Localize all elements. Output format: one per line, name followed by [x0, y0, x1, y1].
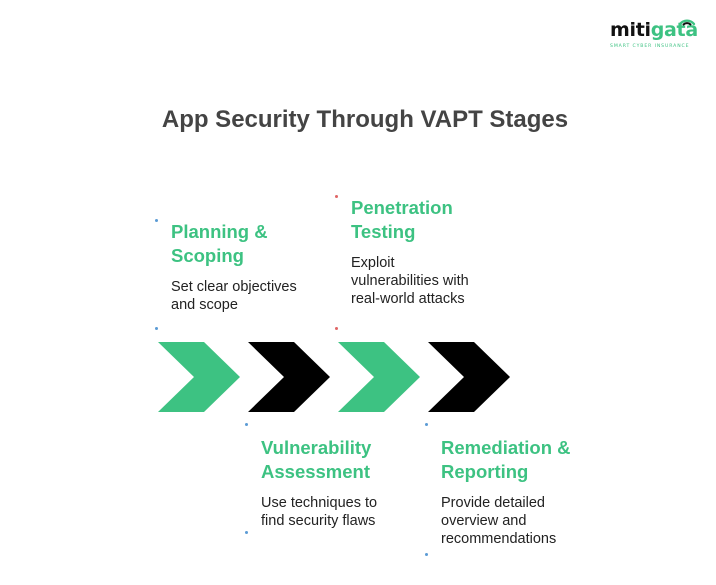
marker-dot — [245, 423, 248, 426]
logo-wordmark: mitigata — [610, 18, 698, 42]
chevron-stage-1 — [158, 342, 240, 412]
marker-dot — [425, 553, 428, 556]
logo-word-part1: miti — [610, 19, 651, 41]
stage-description: Provide detailed overview and recommenda… — [441, 495, 557, 547]
marker-dot — [335, 327, 338, 330]
logo-word-part2: gata — [650, 19, 698, 41]
stage-description: Exploit vulnerabilities with real-world … — [351, 255, 469, 307]
stage-description: Set clear objectives and scope — [171, 279, 297, 313]
marker-dot — [245, 531, 248, 534]
chevron-stage-3 — [338, 342, 420, 412]
logo-tagline: SMART CYBER INSURANCE — [610, 44, 690, 49]
stage-title: Penetration Testing — [351, 197, 453, 242]
stage-title: Remediation & Reporting — [441, 437, 571, 482]
marker-dot — [335, 195, 338, 198]
stage-vulnerability-assessment: Vulnerability Assessment Use techniques … — [261, 436, 436, 530]
stage-description: Use techniques to find security flaws — [261, 495, 378, 529]
chevron-stage-2 — [248, 342, 330, 412]
stage-penetration-testing: Penetration Testing Exploit vulnerabilit… — [351, 196, 526, 308]
brand-logo: mitigata SMART CYBER INSURANCE — [606, 14, 702, 54]
wifi-arc-icon — [678, 19, 696, 26]
stage-arrows — [158, 342, 518, 412]
page-title: App Security Through VAPT Stages — [161, 106, 569, 133]
stage-title: Planning & Scoping — [171, 221, 268, 266]
stage-title: Vulnerability Assessment — [261, 437, 372, 482]
stage-planning-scoping: Planning & Scoping Set clear objectives … — [171, 220, 346, 314]
marker-dot — [155, 327, 158, 330]
chevron-stage-4 — [428, 342, 510, 412]
stage-remediation-reporting: Remediation & Reporting Provide detailed… — [441, 436, 616, 548]
marker-dot — [155, 219, 158, 222]
marker-dot — [425, 423, 428, 426]
